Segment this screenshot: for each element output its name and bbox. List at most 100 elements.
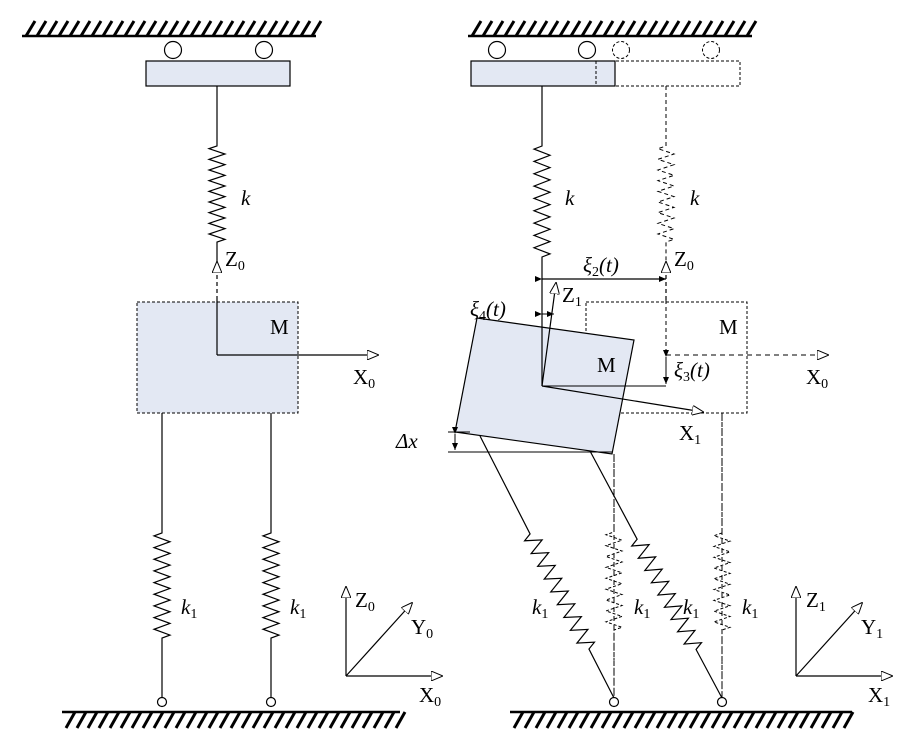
left-ground-hatch: [350, 711, 363, 729]
right-k1-label-a: k1: [532, 595, 548, 622]
right-ground-hatch: [776, 711, 789, 729]
right-top-spring: [532, 86, 552, 279]
right-ground: [510, 710, 855, 729]
right-ceiling-hatch: [558, 20, 571, 37]
left-k1-label-1: k1: [181, 595, 197, 622]
right-ground-hatch: [545, 711, 558, 729]
right-ceiling-hatch: [679, 20, 692, 37]
right-ground-hatch: [842, 711, 855, 729]
left-roller-2: [254, 40, 274, 60]
left-ground-hatch: [361, 711, 374, 729]
right-ground-hatch: [820, 711, 833, 729]
right-pin-1: [608, 696, 620, 708]
left-ground-hatch: [372, 711, 385, 729]
left-ceiling-hatch: [24, 20, 37, 37]
right-ghost-bottom-spring-2: [712, 413, 732, 698]
right-ceiling-hatch: [481, 20, 494, 37]
left-ground-hatch: [174, 711, 187, 729]
right-ghost-roller-1: [612, 41, 630, 59]
left-coordinate-triad: Z0 Y0 X0: [346, 587, 442, 710]
left-ceiling-hatch: [57, 20, 70, 37]
left-ground-hatch: [75, 711, 88, 729]
right-ground-hatch: [622, 711, 635, 729]
left-ground: [62, 710, 407, 729]
right-triad-z-label: Z1: [806, 588, 826, 615]
left-ceiling-hatch: [222, 20, 235, 37]
left-ceiling-hatch: [145, 20, 158, 37]
left-ceiling-hatch: [178, 20, 191, 37]
right-ceiling: [468, 20, 758, 38]
right-ceiling-hatch: [602, 20, 615, 37]
left-ground-hatch: [240, 711, 253, 729]
right-ground-hatch: [699, 711, 712, 729]
right-x1-label: X1: [679, 421, 701, 448]
right-z1-label: Z1: [562, 283, 582, 310]
right-ceiling-hatch: [547, 20, 560, 37]
left-triad-y-label: Y0: [411, 615, 433, 642]
right-roller-1: [487, 40, 507, 60]
right-ceiling-hatch: [514, 20, 527, 37]
right-ground-hatch: [655, 711, 668, 729]
right-ghost-mass-label: M: [719, 315, 738, 339]
right-ceiling-hatch: [712, 20, 725, 37]
right-ceiling-hatch: [470, 20, 483, 37]
right-ground-hatch: [677, 711, 690, 729]
left-ceiling-hatch: [35, 20, 48, 37]
left-ceiling-hatch: [310, 20, 323, 37]
right-ground-hatch: [798, 711, 811, 729]
left-ceiling-hatch: [277, 20, 290, 37]
left-triad-y-arrow: [345, 603, 412, 677]
left-ceiling-hatch: [167, 20, 180, 37]
right-k1-label-d: k1: [742, 595, 758, 622]
right-ground-hatch: [765, 711, 778, 729]
left-ceiling-hatch: [200, 20, 213, 37]
left-ceiling-hatch: [189, 20, 202, 37]
right-mass-label: M: [597, 353, 616, 377]
right-roller-2: [577, 40, 597, 60]
right-ground-hatch: [754, 711, 767, 729]
left-ground-hatch: [97, 711, 110, 729]
left-mass-label: M: [270, 315, 289, 339]
right-ground-hatch: [611, 711, 624, 729]
left-ground-hatch: [218, 711, 231, 729]
left-spring-k-label: k: [241, 186, 251, 210]
left-top-spring: [207, 86, 227, 262]
right-ceiling-hatch: [591, 20, 604, 37]
right-ground-hatch: [600, 711, 613, 729]
left-x0-label: X0: [353, 365, 375, 392]
right-ground-hatch: [710, 711, 723, 729]
left-ceiling: [22, 20, 323, 38]
right-spring-k-label: k: [565, 186, 575, 210]
right-ground-hatch: [589, 711, 602, 729]
left-z0-label: Z0: [225, 247, 245, 274]
left-ground-hatch: [251, 711, 264, 729]
left-ceiling-hatch: [156, 20, 169, 37]
left-bottom-spring-1: [152, 413, 172, 698]
left-ground-hatch: [152, 711, 165, 729]
right-ground-hatch: [633, 711, 646, 729]
left-ceiling-hatch: [46, 20, 59, 37]
right-ceiling-hatch: [569, 20, 582, 37]
xi2-label: ξ2(t): [583, 253, 619, 280]
left-ceiling-hatch: [299, 20, 312, 37]
right-ground-hatch: [721, 711, 734, 729]
right-ghost-slider-block: [595, 60, 741, 87]
right-figure: k k Z0 ξ2(t) M X0 M Z1 X1 ξ4(t) ξ3(t): [395, 20, 892, 729]
right-ceiling-hatch: [624, 20, 637, 37]
right-ground-hatch: [809, 711, 822, 729]
left-ceiling-hatch: [266, 20, 279, 37]
right-ceiling-hatch: [646, 20, 659, 37]
left-ceiling-hatch: [255, 20, 268, 37]
right-ground-hatch: [523, 711, 536, 729]
right-z1-arrow: [541, 283, 556, 387]
right-coordinate-triad: Z1 Y1 X1: [796, 587, 892, 710]
right-ceiling-hatch: [657, 20, 670, 37]
left-ground-hatch: [207, 711, 220, 729]
left-ground-hatch: [328, 711, 341, 729]
right-ghost-roller-2: [702, 41, 720, 59]
left-bottom-spring-2: [261, 413, 281, 698]
right-tilted-spring-2: [589, 450, 723, 699]
left-ground-hatch: [196, 711, 209, 729]
